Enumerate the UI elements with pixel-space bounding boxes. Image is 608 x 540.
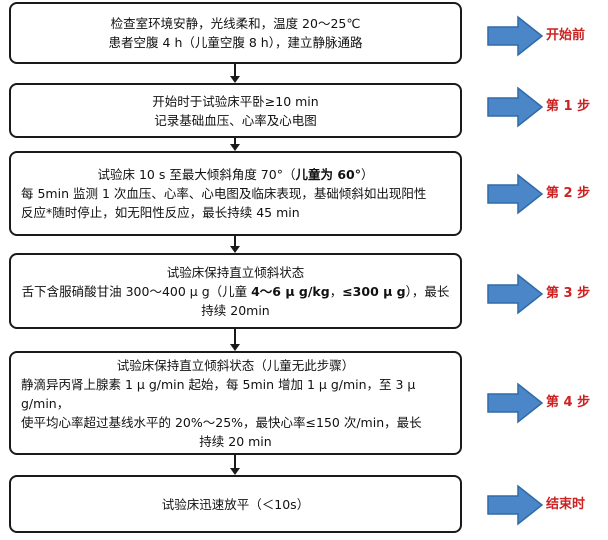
box3-line2: 每 5min 监测 1 次血压、心率、心电图及临床表现，基础倾斜如出现阳性 [21,186,427,201]
box-end: 试验床迅速放平（＜10s） [9,475,462,533]
box5-line1: 试验床保持直立倾斜状态（儿童无此步骤） [116,357,355,373]
box-preparation: 检查室环境安静，光线柔和，温度 20～25℃ 患者空腹 4 h（儿童空腹 8 h… [9,2,462,64]
right-arrow-icon [487,273,544,315]
box2-line2: 记录基础血压、心率及心电图 [154,112,317,128]
box4-line3: 持续 20min [201,302,270,318]
box1-line2: 患者空腹 4 h（儿童空腹 8 h），建立静脉通路 [108,35,363,50]
right-arrow-icon [487,86,544,128]
stage-label: 第 1 步 [546,99,591,114]
stage-label: 第 2 步 [546,186,591,201]
box5-line3: 使平均心率超过基线水平的 20%～25%，最快心率≤150 次/min，最长 [21,414,422,430]
box-step-2: 试验床 10 s 至最大倾斜角度 70°（儿童为 60°） 每 5min 监测 … [9,151,462,236]
stage-before: 开始前 [486,14,598,58]
connector-arrowhead-3 [230,246,240,253]
stage-step-2: 第 2 步 [486,172,598,216]
box-step-4: 试验床保持直立倾斜状态（儿童无此步骤） 静滴异丙肾上腺素 1 μ g/min 起… [9,351,462,455]
box2-line1: 开始时于试验床平卧≥10 min [152,93,319,109]
stage-label: 第 3 步 [546,286,591,301]
connector-5 [234,455,236,468]
stage-label: 开始前 [546,28,586,43]
stage-label: 第 4 步 [546,395,591,410]
right-arrow-icon [487,382,544,424]
stage-step-3: 第 3 步 [486,272,598,316]
box5-line4: 持续 20 min [199,433,272,449]
right-arrow-icon [487,173,544,215]
box-step-1: 开始时于试验床平卧≥10 min 记录基础血压、心率及心电图 [9,83,462,138]
connector-arrowhead-2 [230,144,240,151]
stage-end: 结束时 [486,483,598,527]
box1-line1: 检查室环境安静，光线柔和，温度 20～25℃ [110,16,361,31]
box4-line1: 试验床保持直立倾斜状态 [166,264,305,280]
connector-3 [234,236,236,246]
box4-line2: 舌下含服硝酸甘油 300～400 μ g（儿童 4～6 μ g/kg，≤300 … [21,283,450,299]
stage-label: 结束时 [546,497,586,512]
box5-line2: 静滴异丙肾上腺素 1 μ g/min 起始，每 5min 增加 1 μ g/mi… [21,376,416,411]
stage-step-4: 第 4 步 [486,381,598,425]
box-step-3: 试验床保持直立倾斜状态 舌下含服硝酸甘油 300～400 μ g（儿童 4～6 … [9,253,462,329]
connector-1 [234,64,236,76]
connector-2 [234,138,236,144]
stage-step-1: 第 1 步 [486,85,598,129]
right-arrow-icon [487,15,544,57]
connector-arrowhead-4 [230,344,240,351]
box6-line1: 试验床迅速放平（＜10s） [161,496,310,512]
connector-arrowhead-5 [230,468,240,475]
right-arrow-icon [487,484,544,526]
box3-line1: 试验床 10 s 至最大倾斜角度 70°（儿童为 60°） [97,167,374,182]
connector-arrowhead-1 [230,76,240,83]
box3-line3: 反应*随时停止，如无阳性反应，最长持续 45 min [21,205,300,220]
connector-4 [234,329,236,344]
